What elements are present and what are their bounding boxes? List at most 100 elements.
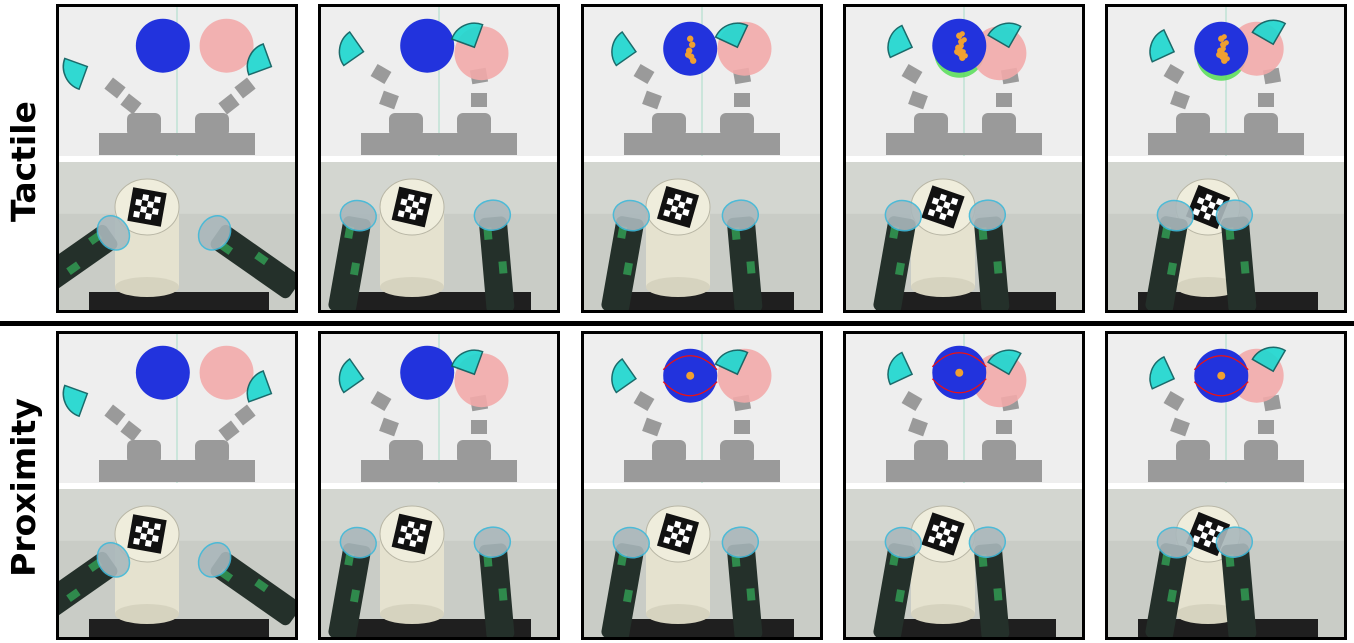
finger-link (471, 93, 487, 107)
camera-photo (321, 162, 557, 310)
panel-svg (846, 334, 1082, 637)
finger-link (1258, 93, 1274, 107)
aruco-cell (145, 213, 152, 220)
finger-board (993, 588, 1002, 601)
finger-board (746, 261, 755, 274)
aruco-cell (147, 201, 154, 208)
panel-svg (584, 7, 820, 310)
cylinder-bottom (115, 277, 179, 297)
robot-base (361, 133, 517, 155)
panel-proximity-1 (56, 331, 298, 640)
simulation-view (1108, 7, 1344, 156)
camera-photo (59, 162, 295, 310)
camera-photo (1108, 489, 1344, 637)
panel-separator (1108, 483, 1344, 489)
panel-svg (59, 7, 295, 310)
camera-photo (584, 489, 820, 637)
robot-base-right-mount (720, 113, 754, 137)
cylinder-bottom (115, 604, 179, 624)
contact-point (958, 47, 963, 52)
object-circle (400, 346, 454, 400)
simulation-view (321, 7, 557, 156)
aruco-cell (152, 535, 159, 542)
aruco-cell (140, 533, 147, 540)
panel-separator (846, 483, 1082, 489)
panel-proximity-2 (318, 331, 560, 640)
robot-base-left-mount (652, 113, 686, 137)
robot-base-left-mount (1176, 113, 1210, 137)
object-circle (136, 346, 190, 400)
robot-base-left-mount (914, 113, 948, 137)
panel-separator (59, 483, 295, 489)
aruco-marker-icon (127, 514, 166, 553)
row-label-proximity: Proximity (0, 334, 46, 640)
contact-point (1224, 40, 1229, 45)
cylinder-bottom (380, 604, 444, 624)
simulation-view (846, 334, 1082, 483)
robot-base-left-mount (127, 113, 161, 137)
contact-point (962, 37, 967, 42)
contact-point (1222, 34, 1227, 39)
proximity-point (686, 372, 694, 380)
row-divider (0, 321, 1354, 326)
camera-photo (584, 162, 820, 310)
finger-board (993, 261, 1002, 274)
row-label-tactile-text: Tactile (4, 101, 43, 222)
robot-base (99, 460, 255, 482)
robot-base (624, 460, 780, 482)
panel-separator (846, 156, 1082, 162)
photo-robot-base (89, 292, 269, 310)
aruco-cell (154, 523, 161, 530)
finger-link (734, 93, 750, 107)
aruco-cell (133, 211, 140, 218)
object-circle (400, 19, 454, 73)
finger-link (734, 420, 750, 434)
robot-base-right-mount (1244, 440, 1278, 464)
goal-circle (200, 346, 254, 400)
contact-point (963, 53, 968, 58)
panel-tactile-4 (843, 4, 1085, 313)
proximity-point (1217, 372, 1225, 380)
robot-base-left-mount (389, 440, 423, 464)
aruco-cell (133, 538, 140, 545)
aruco-cell (135, 199, 142, 206)
aruco-cell (147, 528, 154, 535)
simulation-view (59, 334, 295, 483)
aruco-cell (152, 208, 159, 215)
cylinder-bottom (911, 604, 975, 624)
goal-circle (200, 19, 254, 73)
cylinder-bottom (380, 277, 444, 297)
robot-base (99, 133, 255, 155)
simulation-view (846, 7, 1082, 156)
contact-point (685, 52, 691, 58)
cylinder-bottom (911, 277, 975, 297)
simulation-view (584, 7, 820, 156)
camera-photo (59, 489, 295, 637)
robot-base-left-mount (914, 440, 948, 464)
aruco-marker-icon (127, 187, 166, 226)
panel-tactile-5 (1105, 4, 1347, 313)
panel-separator (584, 156, 820, 162)
finger-link (996, 93, 1012, 107)
object-circle (136, 19, 190, 73)
panel-tactile-1 (56, 4, 298, 313)
simulation-view (1108, 334, 1344, 483)
finger-board (498, 588, 507, 601)
camera-photo (1108, 162, 1344, 310)
finger-link (996, 420, 1012, 434)
robot-base-left-mount (389, 113, 423, 137)
robot-base-left-mount (1176, 440, 1210, 464)
aruco-cell (145, 540, 152, 547)
panel-separator (321, 156, 557, 162)
robot-base (1148, 133, 1304, 155)
panel-svg (59, 334, 295, 637)
contact-point (689, 42, 695, 48)
finger-board (1240, 261, 1249, 274)
camera-photo (321, 489, 557, 637)
cylinder-bottom (646, 604, 710, 624)
panel-svg (1108, 7, 1344, 310)
contact-point (687, 36, 693, 42)
photo-robot-base (89, 619, 269, 637)
finger-link (1258, 420, 1274, 434)
panel-separator (321, 483, 557, 489)
